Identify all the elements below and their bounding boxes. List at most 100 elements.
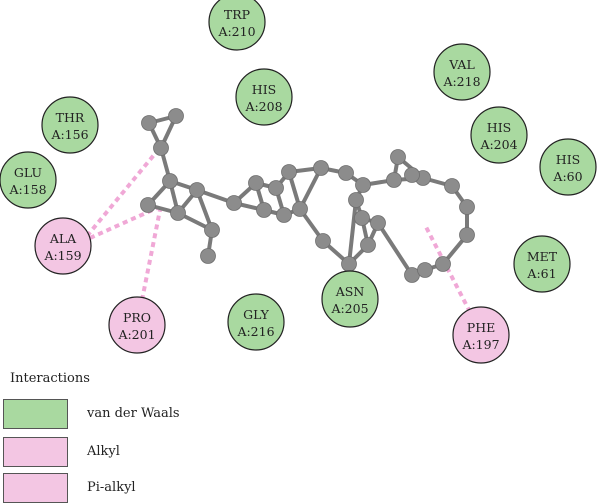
legend-label-alkyl: Alkyl	[87, 444, 120, 459]
residue-his60: HIS A:60	[539, 138, 597, 196]
residue-circle	[539, 138, 597, 196]
residue-circle	[235, 68, 293, 126]
ligand-atom	[355, 177, 371, 193]
legend-swatch-pi-alkyl	[3, 473, 68, 503]
residue-pro201: PRO A:201	[108, 296, 166, 354]
ligand-atom	[313, 160, 329, 176]
ligand-atom	[204, 222, 220, 238]
ligand-atom	[140, 197, 156, 213]
ligand-atom	[281, 164, 297, 180]
ligand-atom	[435, 256, 451, 272]
residue-circle	[513, 235, 571, 293]
ligand-atom	[338, 165, 354, 181]
ligand-atom	[417, 262, 433, 278]
legend-label-pi-alkyl: Pi-alkyl	[87, 480, 136, 495]
residue-chain-id: A:60	[552, 169, 582, 184]
ligand-atom	[354, 210, 370, 226]
residue-chain-id: A:216	[236, 324, 274, 339]
ligand-atom	[189, 182, 205, 198]
residue-trp210: TRP A:210	[208, 0, 266, 51]
interaction-line	[85, 142, 165, 238]
residue-chain-id: A:208	[244, 99, 282, 114]
ligand-atom	[141, 115, 157, 131]
residue-circle	[108, 296, 166, 354]
residue-name: VAL	[448, 57, 475, 72]
residue-his208: HIS A:208	[235, 68, 293, 126]
residue-circle	[433, 43, 491, 101]
ligand-atom	[459, 227, 475, 243]
ligand-atom	[404, 167, 420, 183]
ligand-atom	[168, 108, 184, 124]
ligand-atom	[268, 180, 284, 196]
residue-name: TRP	[224, 7, 250, 22]
residue-val218: VAL A:218	[433, 43, 491, 101]
ligand-atom	[292, 201, 308, 217]
ligand-atom	[341, 256, 357, 272]
ligand-atom	[459, 199, 475, 215]
residue-name: HIS	[252, 82, 276, 97]
residue-circle	[208, 0, 266, 51]
residue-name: PRO	[123, 310, 151, 325]
residue-name: THR	[56, 110, 85, 125]
residue-name: HIS	[556, 152, 580, 167]
ligand-atom	[256, 202, 272, 218]
residue-circle	[470, 106, 528, 164]
residue-met61: MET A:61	[513, 235, 571, 293]
residue-name: ASN	[335, 284, 365, 299]
residue-circle	[227, 293, 285, 351]
residue-name: MET	[527, 249, 558, 264]
residue-chain-id: A:197	[461, 337, 499, 352]
residue-chain-id: A:204	[479, 137, 517, 152]
ligand-bond	[376, 221, 414, 277]
legend-swatch-van-der-waals	[3, 399, 68, 429]
residue-circle	[41, 96, 99, 154]
residue-chain-id: A:201	[117, 327, 155, 342]
legend-swatch-alkyl	[3, 437, 68, 467]
ligand-atom	[276, 207, 292, 223]
ligand-atom	[170, 205, 186, 221]
residue-chain-id: A:61	[526, 266, 556, 281]
interaction-diagram: TRPA:210VALA:218THRA:156HISA:208HISA:204…	[0, 0, 597, 364]
ligand-atom	[226, 195, 242, 211]
residue-thr156: THR A:156	[41, 96, 99, 154]
residue-ala159: ALA A:159	[34, 217, 92, 275]
residue-name: HIS	[487, 120, 511, 135]
legend-label-van-der-waals: van der Waals	[87, 406, 180, 421]
residue-name: PHE	[467, 320, 495, 335]
ligand-atom	[153, 140, 169, 156]
ligand-atom	[162, 173, 178, 189]
ligand-atom	[348, 192, 364, 208]
residue-name: ALA	[49, 231, 77, 246]
residue-circle	[452, 306, 510, 364]
residue-chain-id: A:218	[442, 74, 480, 89]
ligand-atom	[386, 172, 402, 188]
ligand-atom	[200, 248, 216, 264]
residue-nodes: TRPA:210VALA:218THRA:156HISA:208HISA:204…	[0, 0, 597, 364]
residue-chain-id: A:210	[217, 24, 255, 39]
ligand-bond	[347, 198, 358, 266]
residue-gly216: GLY A:216	[227, 293, 285, 351]
ligand-atom	[370, 215, 386, 231]
residue-name: GLU	[14, 165, 42, 180]
residue-circle	[0, 151, 57, 209]
ligand-atom	[390, 149, 406, 165]
residue-circle	[34, 217, 92, 275]
ligand-atom	[248, 175, 264, 191]
ligand-atom	[360, 237, 376, 253]
interaction-line	[89, 206, 158, 240]
interaction-line	[140, 209, 162, 301]
residue-circle	[321, 270, 379, 328]
residue-chain-id: A:159	[43, 248, 81, 263]
ligand-atom	[444, 178, 460, 194]
residue-glu158: GLU A:158	[0, 151, 57, 209]
residue-asn205: ASN A:205	[321, 270, 379, 328]
residue-phe197: PHE A:197	[452, 306, 510, 364]
residue-his204: HIS A:204	[470, 106, 528, 164]
residue-chain-id: A:156	[50, 127, 88, 142]
residue-name: GLY	[243, 307, 269, 322]
ligand-atoms	[140, 108, 475, 283]
legend-title: Interactions	[10, 371, 90, 386]
residue-chain-id: A:205	[330, 301, 368, 316]
ligand-atom	[315, 233, 331, 249]
residue-chain-id: A:158	[8, 182, 46, 197]
